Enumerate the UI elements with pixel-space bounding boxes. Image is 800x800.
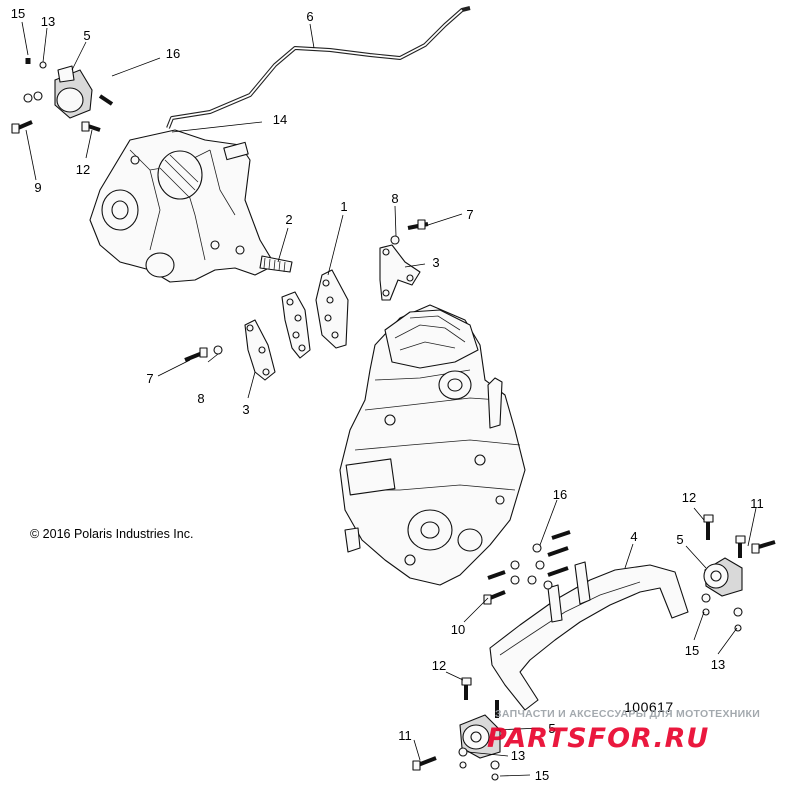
callout-4: 4 bbox=[630, 529, 637, 544]
engine-assembly bbox=[339, 304, 526, 586]
callout-6: 6 bbox=[306, 9, 313, 24]
transmission-assembly bbox=[89, 129, 293, 283]
callout-labels: 15 13 5 16 6 14 9 12 2 1 8 7 3 7 8 3 16 … bbox=[11, 6, 764, 783]
callout-15: 15 bbox=[535, 768, 549, 783]
callout-11: 11 bbox=[750, 496, 764, 511]
callout-5: 5 bbox=[83, 28, 90, 43]
callout-13: 13 bbox=[711, 657, 725, 672]
callout-11: 11 bbox=[398, 728, 412, 743]
figure-number: 100617 bbox=[624, 699, 674, 715]
part-5-mount-upper-left bbox=[54, 65, 93, 119]
callout-16: 16 bbox=[166, 46, 180, 61]
callout-10: 10 bbox=[451, 622, 465, 637]
callout-3: 3 bbox=[242, 402, 249, 417]
callout-13: 13 bbox=[41, 14, 55, 29]
callout-3: 3 bbox=[432, 255, 439, 270]
copyright-notice: © 2016 Polaris Industries Inc. bbox=[30, 527, 193, 541]
callout-15: 15 bbox=[11, 6, 25, 21]
fasteners bbox=[11, 58, 776, 781]
callout-8: 8 bbox=[197, 391, 204, 406]
part-4-engine-mount-bracket bbox=[489, 564, 689, 711]
watermark-tagline: ЗАПЧАСТИ И АКСЕССУАРЫ ДЛЯ МОТОТЕХНИКИ bbox=[495, 708, 760, 720]
watermark-logo: ЗАПЧАСТИ И АКСЕССУАРЫ ДЛЯ МОТОТЕХНИКИ PA… bbox=[487, 708, 760, 754]
callout-13: 13 bbox=[511, 748, 525, 763]
callout-9: 9 bbox=[34, 180, 41, 195]
part-3-plate-upper bbox=[379, 244, 421, 301]
callout-7: 7 bbox=[146, 371, 153, 386]
part-5-mount-bottom bbox=[459, 714, 501, 759]
part-2-bracket-plate bbox=[281, 291, 311, 359]
callout-7: 7 bbox=[466, 207, 473, 222]
callout-5: 5 bbox=[548, 721, 555, 736]
callout-2: 2 bbox=[285, 212, 292, 227]
part-1-bracket-plate bbox=[315, 269, 349, 349]
callout-12: 12 bbox=[432, 658, 446, 673]
callout-1: 1 bbox=[340, 199, 347, 214]
leader-lines bbox=[21, 21, 757, 777]
callout-8: 8 bbox=[391, 191, 398, 206]
callout-15: 15 bbox=[685, 643, 699, 658]
callout-12: 12 bbox=[76, 162, 90, 177]
callout-14: 14 bbox=[273, 112, 287, 127]
watermark-brand: PARTSFOR.RU bbox=[487, 723, 709, 754]
part-5-mount-right bbox=[703, 557, 743, 597]
callout-12: 12 bbox=[682, 490, 696, 505]
callout-16: 16 bbox=[553, 487, 567, 502]
callout-5: 5 bbox=[676, 532, 683, 547]
